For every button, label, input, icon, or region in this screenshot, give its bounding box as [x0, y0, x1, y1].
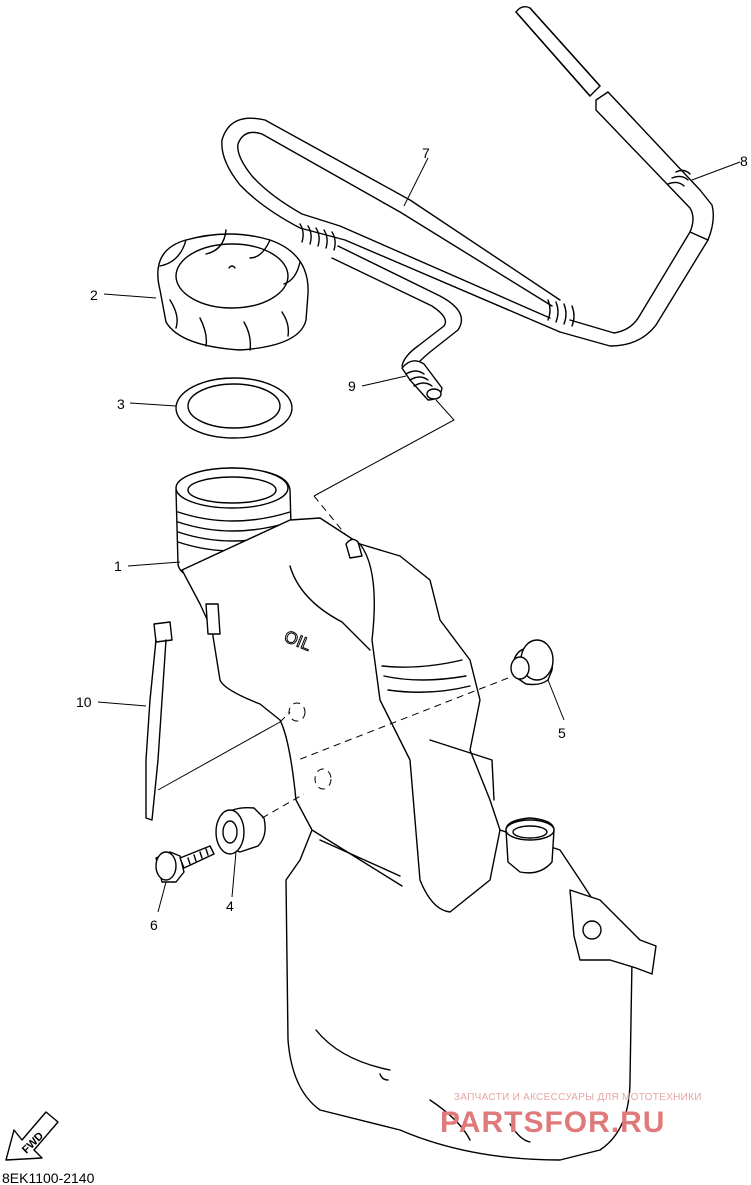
cap-gasket-3 [175, 377, 293, 439]
watermark-tagline: ЗАПЧАСТИ И АКСЕССУАРЫ ДЛЯ МОТОТЕХНИКИ [454, 1092, 702, 1103]
connection-line-9 [313, 399, 455, 497]
watermark: ЗАПЧАСТИ И АКСЕССУАРЫ ДЛЯ МОТОТЕХНИКИ PA… [440, 1092, 702, 1139]
callout-5: 5 [558, 725, 566, 741]
oil-tank-1: OIL [175, 467, 657, 1161]
damper-4 [215, 806, 266, 855]
callout-3: 3 [117, 396, 125, 412]
connection-dash-9 [313, 495, 351, 541]
watermark-site: PARTSFOR.RU [440, 1106, 665, 1139]
breather-hose-8 [515, 5, 715, 347]
connection-dash-5 [297, 677, 509, 761]
breather-hose-7 [221, 117, 575, 333]
callout-2: 2 [90, 287, 98, 303]
callout-9: 9 [348, 378, 356, 394]
callout-1: 1 [114, 558, 122, 574]
cable-tie-10 [145, 621, 173, 821]
callout-4: 4 [226, 898, 234, 914]
callout-7: 7 [422, 145, 430, 161]
tie-connection-dash [279, 711, 291, 723]
callout-6: 6 [150, 917, 158, 933]
tie-connection-line [157, 721, 281, 791]
bolt-6 [155, 845, 215, 883]
callout-10: 10 [76, 694, 92, 710]
callout-8: 8 [740, 153, 748, 169]
connection-dash-4 [261, 793, 305, 819]
oil-tank-cap-2 [157, 229, 309, 351]
callouts: 1 2 3 4 5 6 7 8 9 10 [76, 145, 748, 933]
grommet-5 [510, 639, 554, 686]
fwd-arrow-icon: FWD [5, 1111, 59, 1161]
diagram-part-number: 8EK1100-2140 [2, 1170, 95, 1185]
hose-joint-9 [331, 245, 463, 401]
